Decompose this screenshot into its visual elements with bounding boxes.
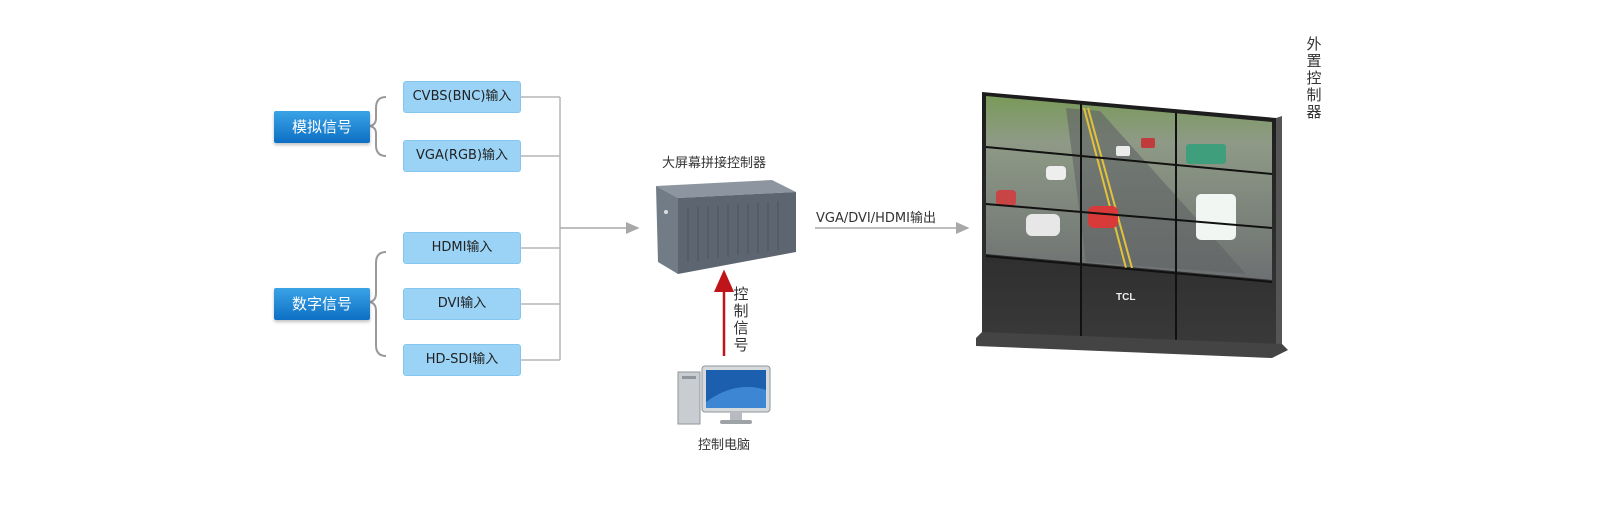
input-cvbs: CVBS(BNC)输入 [403, 81, 521, 113]
digital-signal-badge: 数字信号 [274, 288, 370, 320]
output-label: VGA/DVI/HDMI输出 [816, 211, 936, 226]
control-computer-label: 控制电脑 [698, 438, 751, 453]
controller-label: 大屏幕拼接控制器 [662, 156, 767, 171]
input-dvi: DVI输入 [403, 288, 521, 320]
analog-signal-badge: 模拟信号 [274, 111, 370, 143]
external-controller-label: 外置控制器 [1306, 35, 1322, 121]
input-vga: VGA(RGB)输入 [403, 140, 521, 172]
control-computer-icon [677, 365, 771, 425]
input-hd-sdi: HD-SDI输入 [403, 344, 521, 376]
tcl-logo: TCL [1116, 292, 1135, 303]
control-signal-label: 控制信号 [733, 285, 749, 354]
input-hdmi: HDMI输入 [403, 232, 521, 264]
controller-chassis-icon [656, 180, 796, 274]
digital-brace [367, 251, 387, 357]
video-wall-icon: TCL [976, 92, 1288, 358]
analog-brace [367, 96, 387, 157]
